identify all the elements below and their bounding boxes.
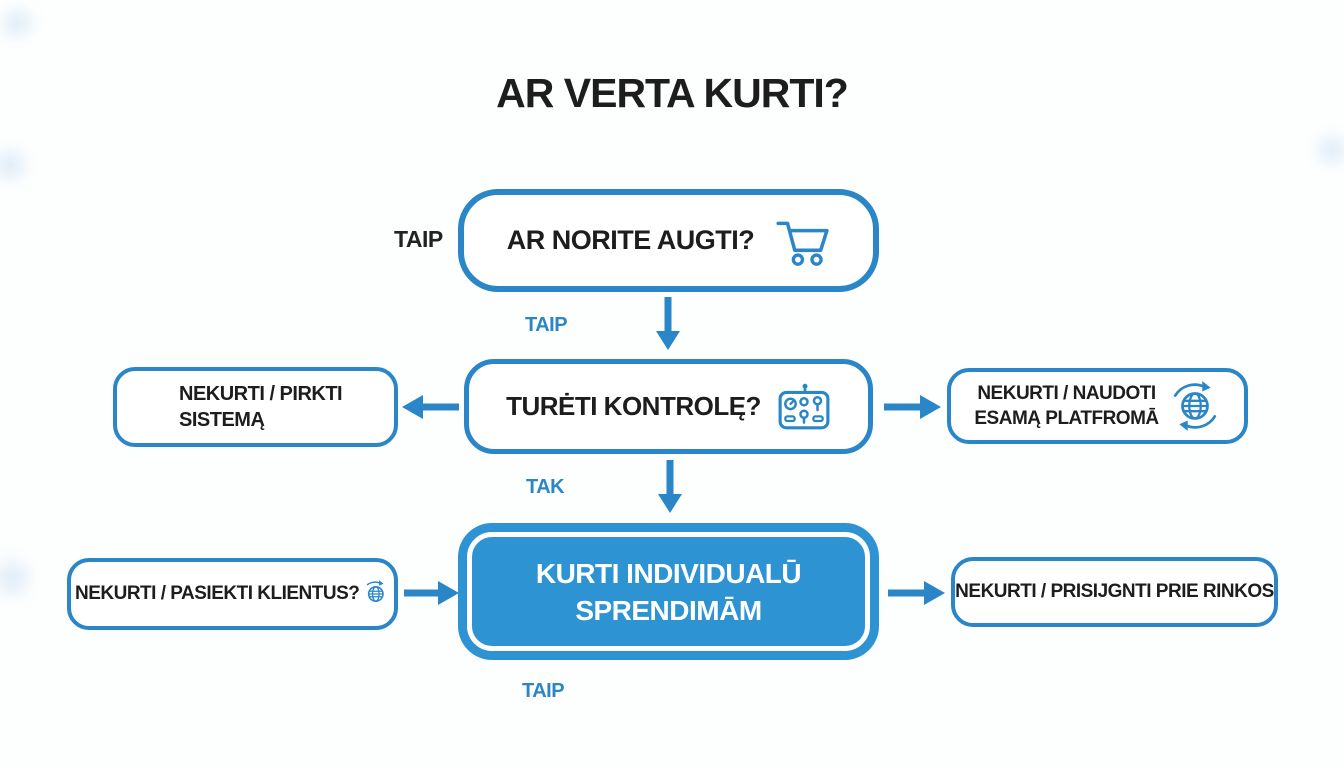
label-taip-side: TAIP xyxy=(394,226,443,252)
background-smudge xyxy=(0,548,32,608)
globe-refresh-icon xyxy=(367,580,385,602)
arrow-right-custom-to-market xyxy=(888,581,945,605)
arrow-right-control-to-platform xyxy=(884,395,941,419)
node-platform-line1: NEKURTI / NAUDOTI xyxy=(977,383,1156,404)
node-nekurti-pasiekti-klientus: NEKURTI / PASIEKTI KLIENTUS? xyxy=(67,558,398,630)
arrow-down-grow-to-control xyxy=(656,297,680,350)
node-tureti-kontrole: TURĖTI KONTROLĘ? xyxy=(464,359,873,454)
node-kurti-individualu-sprendima: KURTI INDIVIDUALŪ SPRENDIMĀM xyxy=(458,523,879,660)
node-platform-line2: ESAMĄ PLATFROMĀ xyxy=(974,408,1159,429)
node-buy-line2: SISTEMĄ xyxy=(179,409,265,431)
edge-label-tak: TAK xyxy=(526,476,565,498)
node-ar-norite-augti-label: AR NORITE AUGTI? xyxy=(506,225,755,255)
arrow-left-control-to-buy xyxy=(402,395,459,419)
background-smudge xyxy=(0,140,30,190)
node-clients-label: NEKURTI / PASIEKTI KLIENTUS? xyxy=(75,583,360,604)
node-nekurti-prisijungti-rinkos: NEKURTI / PRISIJGNTI PRIE RINKOS xyxy=(951,557,1278,627)
node-tureti-kontrole-label: TURĖTI KONTROLĘ? xyxy=(506,391,761,421)
node-nekurti-pirkti-sistema: NEKURTI / PIRKTI SISTEMĄ xyxy=(113,367,398,447)
background-smudge xyxy=(0,6,42,40)
node-custom-line1: KURTI INDIVIDUALŪ xyxy=(535,557,802,589)
cart-icon xyxy=(776,221,829,266)
node-ar-norite-augti: AR NORITE AUGTI? xyxy=(458,189,879,292)
globe-refresh-icon xyxy=(1173,381,1216,431)
node-market-label: NEKURTI / PRISIJGNTI PRIE RINKOS xyxy=(955,581,1274,602)
controller-icon xyxy=(778,383,830,429)
edge-label-taip-1: TAIP xyxy=(525,314,568,336)
node-custom-line2: SPRENDIMĀM xyxy=(575,594,762,626)
node-nekurti-naudoti-platforma: NEKURTI / NAUDOTI ESAMĄ PLATFROMĀ xyxy=(947,368,1248,444)
arrow-right-clients-to-custom xyxy=(404,581,459,605)
edge-label-taip-bottom: TAIP xyxy=(522,680,565,702)
node-buy-line1: NEKURTI / PIRKTI xyxy=(179,383,343,405)
page-title: AR VERTA KURTI? xyxy=(496,70,849,116)
background-smudge xyxy=(1310,130,1344,170)
arrow-down-control-to-custom xyxy=(658,460,682,513)
